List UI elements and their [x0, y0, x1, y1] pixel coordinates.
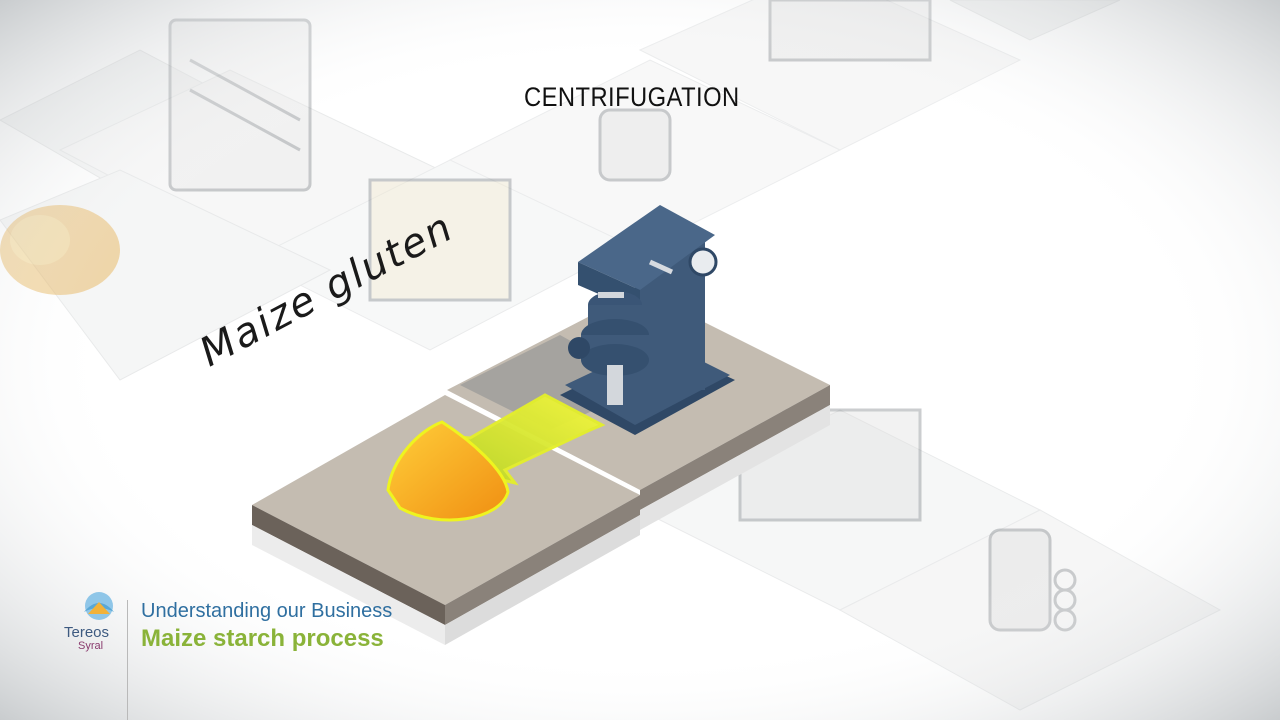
- logo-subname: Syral: [78, 640, 104, 652]
- logo-name: Tereos: [64, 624, 110, 641]
- caption-divider: [127, 600, 128, 720]
- caption-subtitle: Understanding our Business: [141, 600, 393, 622]
- caption-title: Maize starch process: [141, 625, 384, 652]
- stage-title: CENTRIFUGATION: [524, 82, 740, 112]
- tereos-logo-icon: [84, 592, 114, 620]
